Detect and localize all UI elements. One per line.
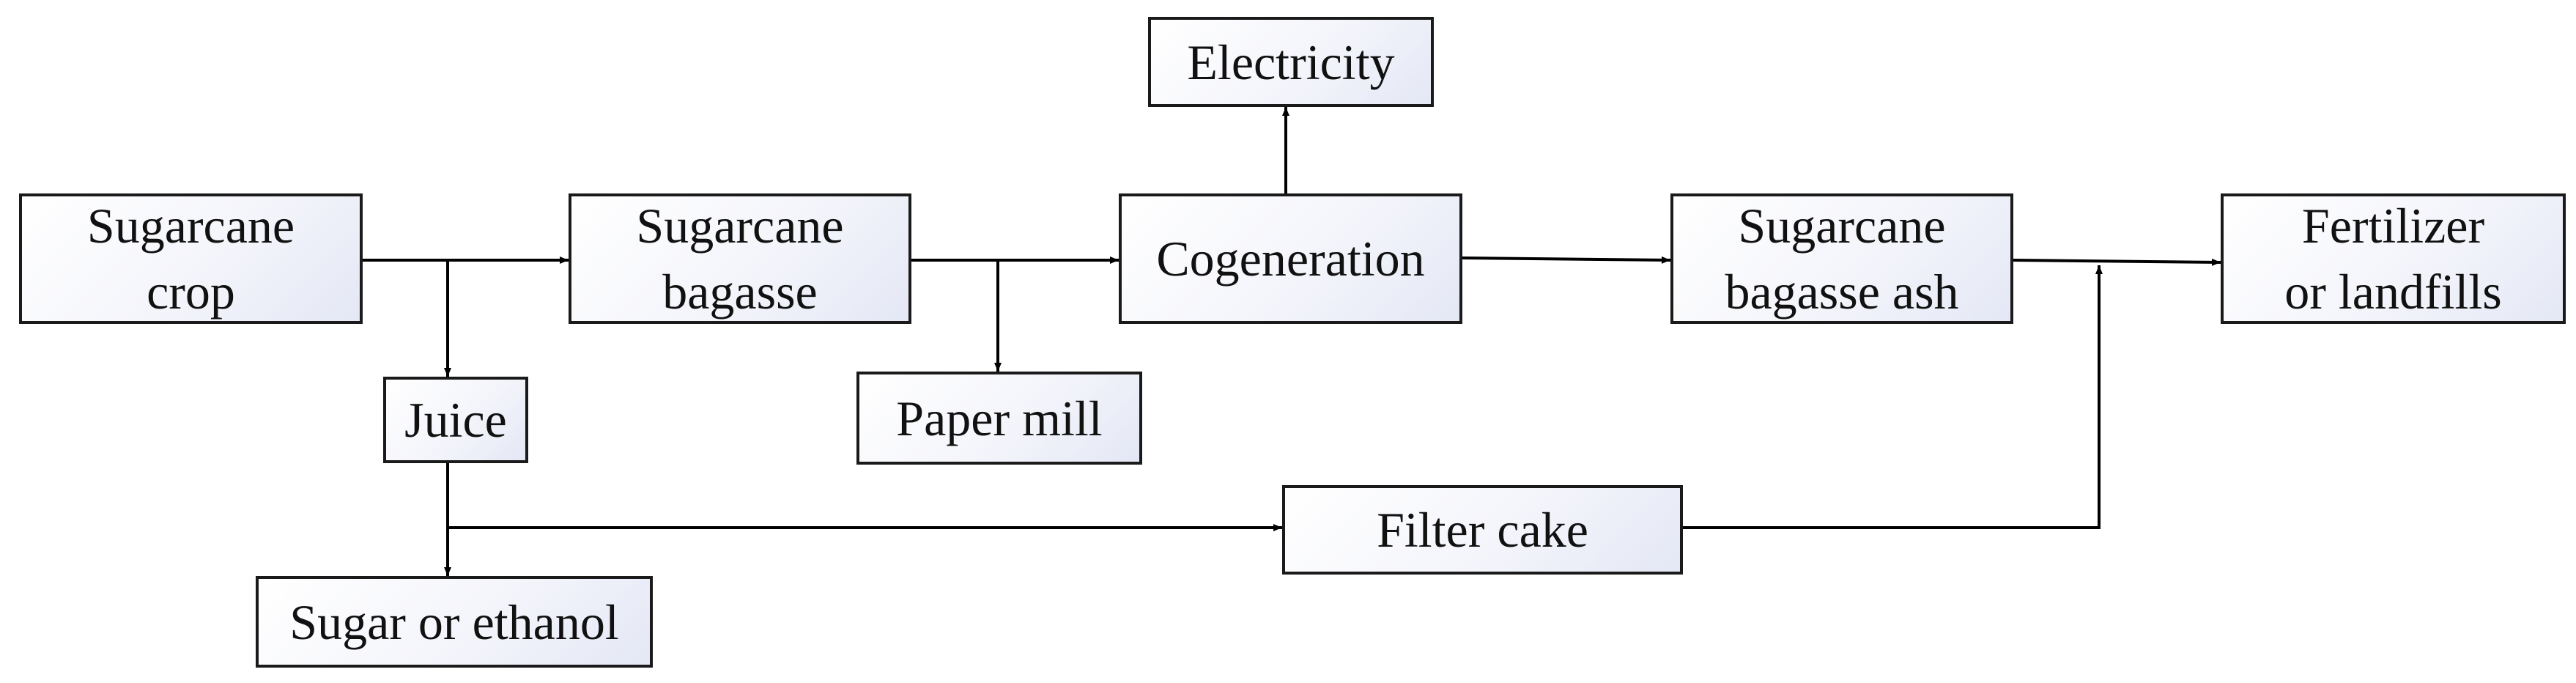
node-sugarcane-bagasse: Sugarcane bagasse	[569, 193, 911, 324]
arrow-ash-to-fertilizer	[2013, 258, 2221, 266]
node-cogeneration-line-1: Cogeneration	[1156, 231, 1425, 287]
node-electricity-line-1: Electricity	[1187, 34, 1395, 90]
node-juice-line-1: Juice	[404, 392, 507, 448]
node-sugarcane-bagasse-line-1: Sugarcane	[636, 198, 844, 254]
arrow-filter-cake-to-fertilizer	[1683, 265, 2103, 529]
node-sugarcane-crop: Sugarcane crop	[19, 193, 363, 324]
node-sugarcane-bagasse-line-2: bagasse	[662, 264, 818, 320]
node-fertilizer-line-2: or landfills	[2284, 264, 2502, 320]
arrow-cogeneration-to-ash	[1462, 256, 1671, 264]
node-paper-mill-line-1: Paper mill	[896, 390, 1103, 446]
node-paper-mill: Paper mill	[856, 372, 1142, 465]
node-fertilizer-line-1: Fertilizer	[2301, 198, 2485, 254]
node-electricity: Electricity	[1148, 17, 1434, 107]
node-sugarcane-bagasse-ash-line-1: Sugarcane	[1738, 198, 1946, 254]
node-filter-cake: Filter cake	[1282, 485, 1683, 575]
node-sugarcane-bagasse-ash-line-2: bagasse ash	[1725, 264, 1959, 320]
node-sugarcane-crop-line-2: crop	[147, 264, 235, 320]
node-sugarcane-bagasse-ash: Sugarcane bagasse ash	[1670, 193, 2013, 324]
node-fertilizer-or-landfills: Fertilizer or landfills	[2221, 193, 2566, 324]
node-sugar-or-ethanol-line-1: Sugar or ethanol	[289, 594, 619, 650]
node-cogeneration: Cogeneration	[1119, 193, 1462, 324]
node-sugarcane-crop-line-1: Sugarcane	[86, 198, 295, 254]
node-juice: Juice	[383, 377, 528, 463]
node-filter-cake-line-1: Filter cake	[1377, 502, 1588, 558]
node-sugar-or-ethanol: Sugar or ethanol	[256, 576, 653, 668]
